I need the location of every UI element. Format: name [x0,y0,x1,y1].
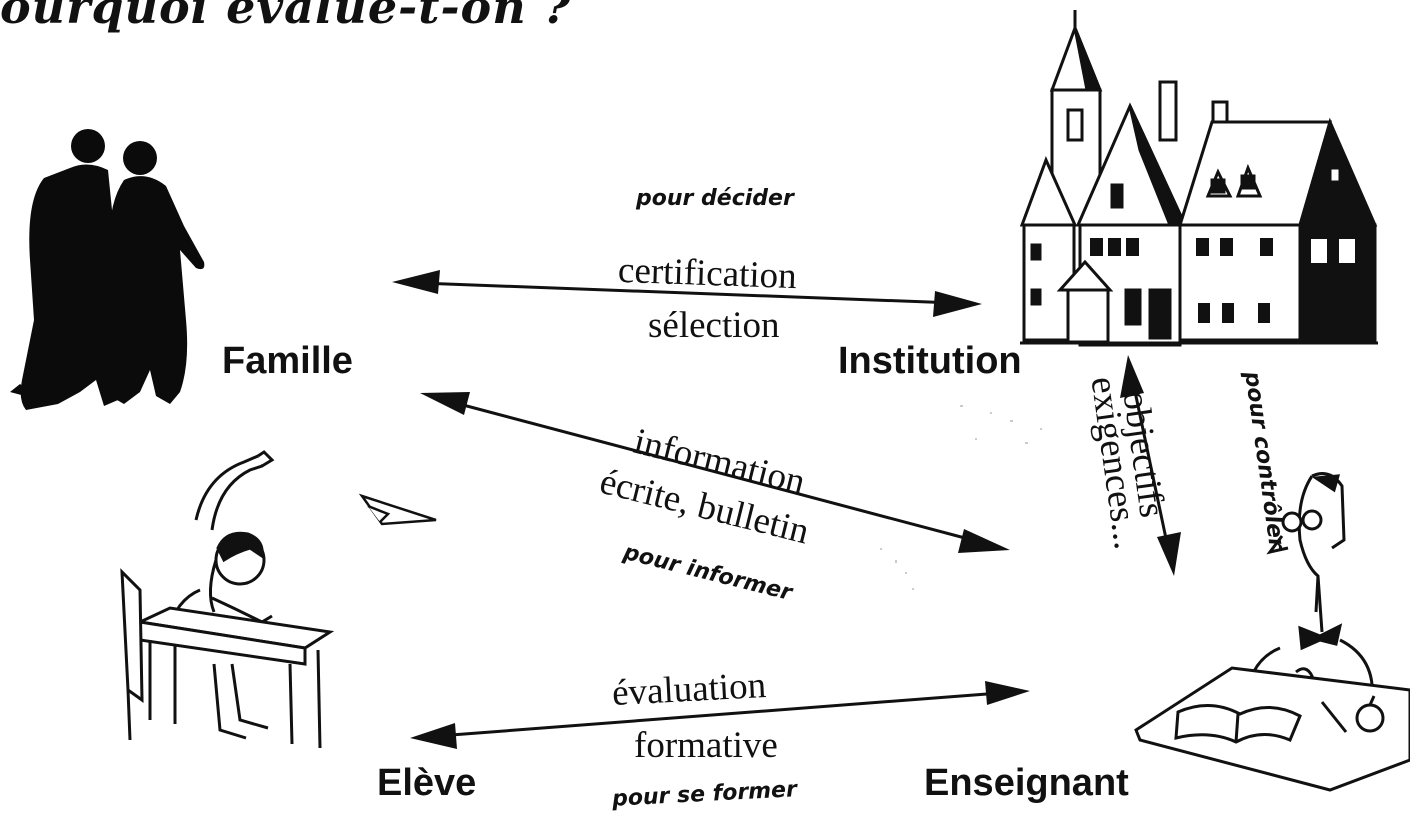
scan-noise [880,405,1042,590]
link-selection-label: sélection [648,305,780,346]
school-building-illustration [1019,10,1378,347]
link-certification-label: certification [617,249,798,298]
purpose-decider: pour décider [636,186,794,211]
actor-institution-label: Institution [838,340,1022,382]
link-formative-label: formative [634,725,778,766]
teacher-illustration [1134,472,1410,792]
actor-eleve-label: Elève [377,762,477,804]
arrows [392,270,1181,749]
arrow-institution-enseignant [1120,355,1181,576]
pupil-illustration [120,450,335,749]
couple-illustration [10,129,205,410]
link-evaluation-label: évaluation [611,664,768,715]
arrow-eleve-enseignant [410,681,1030,749]
page-title: ourquoi évalue-t-on ? [0,0,572,34]
actor-enseignant-label: Enseignant [924,762,1129,804]
arrow-famille-institution [392,270,982,317]
arrow-famille-enseignant [420,392,1010,553]
actor-famille-label: Famille [222,340,353,382]
paper-plane-illustration [358,493,437,526]
